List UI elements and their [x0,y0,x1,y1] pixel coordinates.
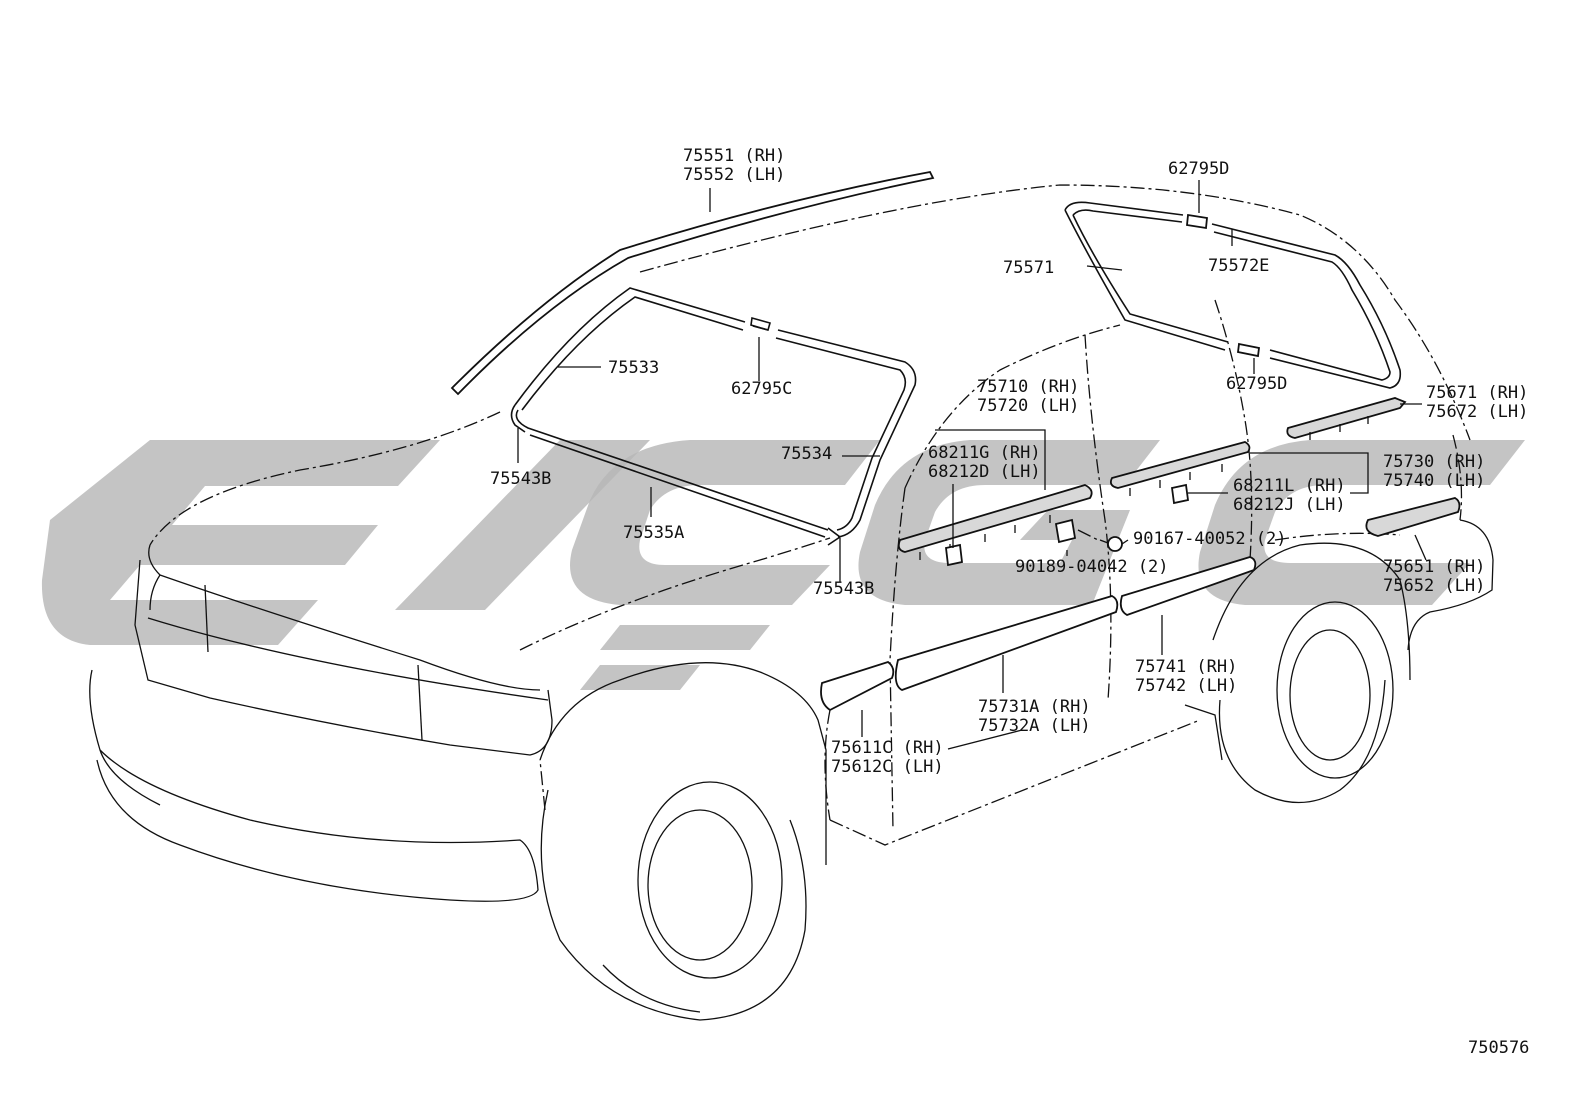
part-labels: 75551 (RH) 75552 (LH) 62795D 75571 75572… [490,146,1529,1058]
trim-parts [450,170,1461,712]
label-68212d: 68212D (LH) [928,462,1041,482]
label-75732a: 75732A (LH) [978,716,1091,736]
label-75543b-left: 75543B [490,469,551,489]
label-75535a: 75535A [623,523,684,543]
label-75651: 75651 (RH) [1383,557,1485,577]
label-75671: 75671 (RH) [1426,383,1528,403]
vehicle-outline [89,184,1494,1021]
label-62795d-lower: 62795D [1226,374,1287,394]
label-75740: 75740 (LH) [1383,471,1485,491]
label-62795c: 62795C [731,379,792,399]
label-90189: 90189-04042 (2) [1015,557,1169,577]
label-90167: 90167-40052 (2) [1133,529,1287,549]
leader-lines [517,180,1427,750]
label-75741: 75741 (RH) [1135,657,1237,677]
label-75534: 75534 [781,444,832,464]
label-75720: 75720 (LH) [977,396,1079,416]
label-75543b-right: 75543B [813,579,874,599]
label-75652: 75652 (LH) [1383,576,1485,596]
label-75731a: 75731A (RH) [978,697,1091,717]
label-75533: 75533 [608,358,659,378]
label-75742: 75742 (LH) [1135,676,1237,696]
label-68211l: 68211L (RH) [1233,476,1346,496]
label-75612c: 75612C (LH) [831,757,944,777]
watermark-logo [41,440,1525,690]
label-75730: 75730 (RH) [1383,452,1485,472]
label-75571: 75571 [1003,258,1054,278]
label-75572e: 75572E [1208,256,1269,276]
label-75552: 75552 (LH) [683,165,785,185]
label-62795d-upper: 62795D [1168,159,1229,179]
figure-code: 750576 [1468,1038,1529,1058]
label-75710: 75710 (RH) [977,377,1079,397]
label-68211g: 68211G (RH) [928,443,1041,463]
label-68212j: 68212J (LH) [1233,495,1346,515]
label-75551: 75551 (RH) [683,146,785,166]
label-75672: 75672 (LH) [1426,402,1528,422]
label-75611c: 75611C (RH) [831,738,944,758]
